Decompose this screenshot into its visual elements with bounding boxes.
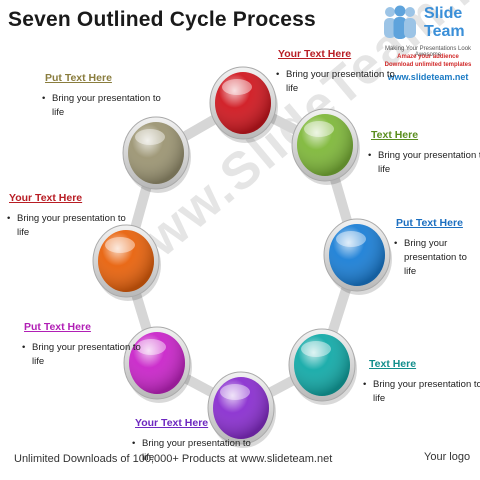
cycle-node-5 — [207, 371, 276, 448]
cycle-node-6 — [123, 326, 192, 403]
node-8-body: •Bring your presentation to life — [42, 93, 161, 118]
logo-line-2: Download unlimited templates — [384, 62, 472, 68]
page-title: Seven Outlined Cycle Process — [8, 8, 316, 31]
node-1-body: •Bring your presentation to life — [276, 69, 395, 94]
node-6-body: •Bring your presentation to life — [22, 342, 141, 367]
node-2-body: •Bring your presentation to life — [368, 150, 480, 175]
node-7-body: •Bring your presentation to life — [7, 213, 126, 238]
slideteam-logo: Slide Team Making Your Presentations Loo… — [378, 2, 478, 82]
cycle-node-1 — [209, 66, 278, 143]
people-icon — [384, 5, 416, 39]
node-4-body: •Bring your presentation to life — [363, 379, 480, 404]
logo-word-slide: Slide — [424, 5, 463, 22]
cycle-node-3 — [323, 218, 392, 295]
node-6-heading: Put Text Here — [24, 321, 91, 333]
logo-tagline: Making Your Presentations Look Awesome — [384, 46, 472, 58]
cycle-node-8 — [122, 116, 191, 193]
node-5-heading: Your Text Here — [135, 417, 209, 429]
logo-url: www.slideteam.net — [387, 72, 469, 82]
node-7-heading: Your Text Here — [9, 192, 83, 204]
your-logo-placeholder: Your logo — [424, 451, 471, 463]
node-4-heading: Text Here — [369, 358, 417, 370]
node-3-body: •Bring your presentation to life — [394, 238, 467, 277]
logo-word-team: Team — [424, 23, 465, 40]
footer-text: Unlimited Downloads of 100,000+ Products… — [14, 453, 333, 465]
cycle-node-7 — [92, 224, 161, 301]
logo-line-1: Amaze your audience — [397, 54, 459, 60]
cycle-node-4 — [288, 328, 357, 405]
node-8-heading: Put Text Here — [45, 72, 112, 84]
node-1-heading: Your Text Here — [278, 48, 352, 60]
cycle-node-2 — [291, 108, 360, 185]
node-2-heading: Text Here — [371, 129, 419, 141]
node-5-body: •Bring your presentation to life — [132, 438, 251, 463]
node-3-heading: Put Text Here — [396, 217, 463, 229]
